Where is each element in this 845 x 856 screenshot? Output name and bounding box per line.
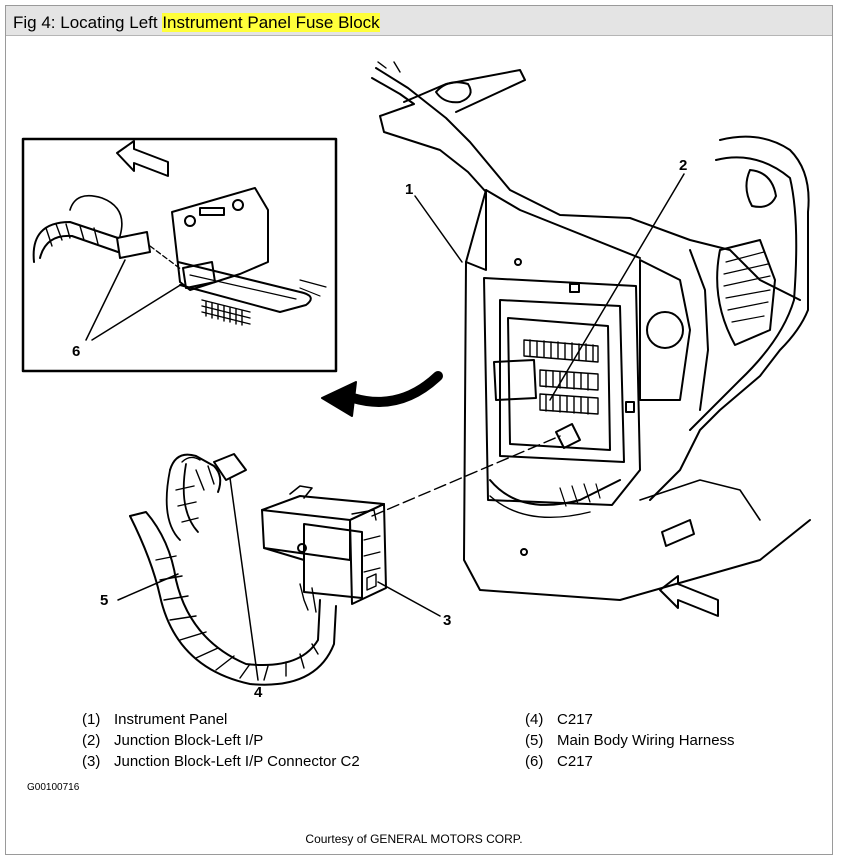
inset-detail: 6 xyxy=(21,137,338,373)
legend-item: (1)Instrument Panel xyxy=(82,711,228,728)
callout-3-leader xyxy=(377,581,441,617)
fuse-array xyxy=(523,339,599,415)
legend-item: (5)Main Body Wiring Harness xyxy=(525,732,735,749)
vent-louvers xyxy=(723,251,771,323)
inset-connector-left xyxy=(116,231,151,259)
callout-4-leader xyxy=(229,477,259,681)
legend-left: (1)Instrument Panel (2)Junction Block-Le… xyxy=(82,709,360,772)
inset-connector-right xyxy=(182,261,216,289)
callout-5-leader xyxy=(117,573,179,601)
inset-left-harness xyxy=(32,221,119,263)
legend-item: (2)Junction Block-Left I/P xyxy=(82,732,264,749)
legend-item: (6)C217 xyxy=(525,753,593,770)
inset-pin-row xyxy=(201,299,251,326)
callout-5-label: 5 xyxy=(100,592,108,609)
panel-direction-arrow-icon xyxy=(659,575,719,617)
connector-top-face xyxy=(261,509,351,561)
panel-hole xyxy=(520,548,528,556)
figure-frame: Fig 4: Locating Left Instrument Panel Fu… xyxy=(5,5,833,855)
connector-stud xyxy=(555,423,581,449)
harness-tape-wraps xyxy=(155,555,319,681)
panel-outline xyxy=(463,261,811,601)
inset-harness xyxy=(177,261,312,313)
callout-2-leader xyxy=(549,173,685,401)
c217-connector xyxy=(213,453,247,481)
courtesy-credit: Courtesy of GENERAL MOTORS CORP. xyxy=(305,832,523,846)
main-body-harness: 5 4 xyxy=(100,453,337,701)
connector-latch xyxy=(297,543,307,553)
curved-arrow-shaft xyxy=(348,371,443,407)
junction-relay xyxy=(493,359,537,401)
side-cavity xyxy=(639,259,691,401)
curved-arrow-head-icon xyxy=(321,381,357,417)
inset-border xyxy=(21,137,338,373)
bracket-hole-icon xyxy=(184,215,196,227)
callout-6-leader xyxy=(85,259,183,341)
title-prefix: Fig 4: Locating Left xyxy=(13,13,163,32)
alignment-line xyxy=(371,435,561,517)
figure-title: Fig 4: Locating Left Instrument Panel Fu… xyxy=(13,13,380,33)
panel-oval-cutout xyxy=(745,169,777,208)
figure-id: G00100716 xyxy=(27,782,80,793)
legend-item: (3)Junction Block-Left I/P Connector C2 xyxy=(82,753,360,770)
connector-c2: 3 xyxy=(261,485,451,629)
legend-item: (4)C217 xyxy=(525,711,593,728)
junction-block xyxy=(507,317,611,451)
bracket-hole-icon xyxy=(232,199,244,211)
fuse-block-opening xyxy=(483,277,641,506)
inset-bracket xyxy=(171,187,269,291)
panel-hole xyxy=(514,258,522,266)
title-highlight: Instrument Panel Fuse Block xyxy=(162,13,380,32)
callout-1-label: 1 xyxy=(405,181,413,198)
connector-front-face xyxy=(303,523,363,599)
instrument-panel: 1 2 xyxy=(371,61,811,617)
inset-direction-arrow-icon xyxy=(116,140,169,177)
bracket-slot xyxy=(199,207,225,216)
panel-slot xyxy=(625,401,635,413)
callout-3-label: 3 xyxy=(443,612,451,629)
panel-slot xyxy=(569,283,580,293)
side-cavity-hole xyxy=(646,311,684,349)
legend-right: (4)C217 (5)Main Body Wiring Harness (6)C… xyxy=(525,709,735,772)
vent-opening xyxy=(716,239,776,346)
callout-2-label: 2 xyxy=(679,157,687,174)
callout-1-leader xyxy=(414,195,463,263)
callout-6-label: 6 xyxy=(72,343,80,360)
title-bar: Fig 4: Locating Left Instrument Panel Fu… xyxy=(6,6,832,36)
callout-4-label: 4 xyxy=(254,684,263,701)
